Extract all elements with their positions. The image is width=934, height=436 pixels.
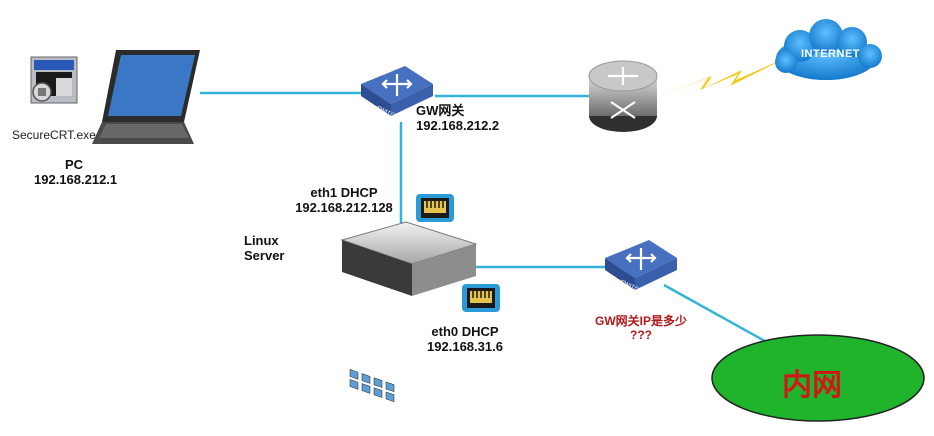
question-text: GW网关IP是多少 xyxy=(595,314,687,328)
lan-label: 内网 xyxy=(782,369,842,402)
eth0-ip: 192.168.31.6 xyxy=(427,339,503,354)
eth0-label: eth0 DHCP 192.168.31.6 xyxy=(415,324,515,354)
internet-label: INTERNET xyxy=(801,48,860,60)
lan-ellipse xyxy=(711,334,925,422)
eth1-label: eth1 DHCP 192.168.212.128 xyxy=(284,185,404,215)
link-switch-lan xyxy=(663,283,773,347)
rj45-port-icon xyxy=(462,284,500,312)
server-line2: Server xyxy=(244,248,285,263)
laptop-icon xyxy=(92,50,200,144)
pc-name: PC xyxy=(64,157,84,172)
gateway-ip: 192.168.212.2 xyxy=(416,118,500,133)
pc-label: PC 192.168.212.1 xyxy=(34,157,118,187)
securecrt-label: SecureCRT.exe xyxy=(12,128,96,142)
links xyxy=(200,91,773,347)
question-marks: ??? xyxy=(630,328,652,342)
eth1-name: eth1 DHCP xyxy=(310,185,378,200)
cloud-icon xyxy=(775,19,882,80)
rack-server-icon xyxy=(340,221,478,403)
gateway-name: GW网关 xyxy=(416,103,465,118)
lightning-icon xyxy=(660,56,790,96)
question-label: GW网关IP是多少 ??? xyxy=(586,314,696,342)
eth1-ip: 192.168.212.128 xyxy=(295,200,393,215)
gateway-label: GW网关 192.168.212.2 xyxy=(416,103,499,133)
pc-ip: 192.168.212.1 xyxy=(34,172,118,187)
server-label: Linux Server xyxy=(244,233,284,263)
router-icon xyxy=(588,60,658,132)
server-line1: Linux xyxy=(244,233,279,248)
rj45-port-icon xyxy=(416,194,454,222)
eth0-name: eth0 DHCP xyxy=(431,324,499,339)
securecrt-icon xyxy=(30,56,78,104)
